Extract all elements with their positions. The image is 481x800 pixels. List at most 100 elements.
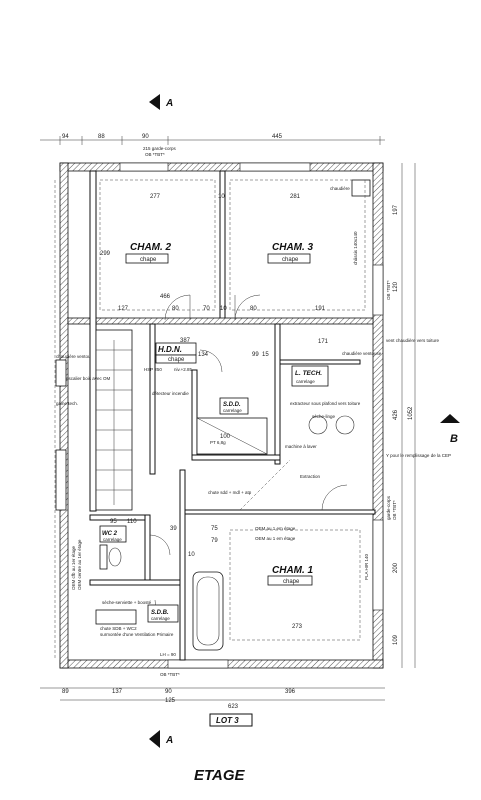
section-b-label: B	[450, 433, 458, 445]
note-vp-pour: Y pour le remplissage de la CEP	[386, 453, 451, 458]
room-sdd[interactable]: S.D.D. carrelage	[219, 397, 249, 415]
room-cham3-name: CHAM. 3	[272, 242, 314, 253]
dim-interior: 95	[110, 519, 117, 525]
dim-bottom: 125	[165, 698, 176, 704]
room-cham2-floor: chape	[140, 257, 157, 263]
dim-top-1: 88	[98, 134, 105, 140]
outer-walls	[59, 162, 384, 669]
dim-right: 200	[393, 562, 399, 573]
dim-top-0: 94	[62, 134, 69, 140]
note-chute-sdb: chute SDB + WC2	[100, 626, 137, 631]
room-wc2[interactable]: WC 2 carrelage	[99, 525, 127, 543]
dim-interior: 281	[290, 194, 301, 200]
dim-interior: 79	[211, 538, 218, 544]
dim-interior: 466	[160, 294, 171, 300]
dim-right: 1052	[408, 406, 414, 420]
dim-top-3: 445	[272, 134, 283, 140]
note-ventouse-left: chaudière ventouse	[56, 354, 96, 359]
note-pla: PLA HIR 140	[364, 553, 369, 580]
dim-interior: 273	[292, 624, 303, 630]
dim-bottom: 396	[285, 689, 296, 695]
note-detecteur: détecteur incendie	[152, 391, 189, 396]
note-seche-serviette: sèche-serviette + boosté	[102, 600, 152, 605]
dimension-chain-right: 197 120 426 1052 200 109	[393, 163, 416, 668]
dim-bottom: 137	[112, 689, 123, 695]
dim-interior: 75	[211, 526, 218, 532]
note-chaudiere: chaudière	[330, 186, 350, 191]
note-ob-tbt-right2: OB *TBT*	[392, 500, 397, 520]
dim-interior: 387	[180, 338, 191, 344]
room-cham3-floor: chape	[282, 257, 299, 263]
dim-bottom: 89	[62, 689, 69, 695]
dim-interior: 134	[198, 352, 209, 358]
room-sdb-name: S.D.B.	[151, 610, 169, 616]
section-marker-b[interactable]: B	[440, 414, 460, 445]
room-sdb-floor: carrelage	[151, 616, 170, 621]
note-vent-chaudiere: vent chaudière vers toiture	[386, 338, 440, 343]
note-extraction: Extraction	[300, 474, 321, 479]
interior-dimensions: 277 281 10 299 466 127 80 70 10 80 191 3…	[100, 194, 329, 630]
room-wc2-floor: carrelage	[103, 537, 122, 542]
dim-interior: 99	[252, 352, 259, 358]
dim-interior: 70	[203, 306, 210, 312]
dim-bottom: 623	[228, 704, 239, 710]
note-surmonte: surmontée d'une Ventilation Primaire	[100, 632, 174, 637]
note-niv: niv.+2.85	[174, 367, 193, 372]
dim-interior: 80	[250, 306, 257, 312]
floor-title: ETAGE	[194, 767, 246, 784]
staircase[interactable]: escalier bois avec OM	[66, 340, 132, 505]
dim-interior: 191	[315, 306, 326, 312]
note-oem-left: OEM cfb au 1er étage	[71, 545, 76, 590]
room-cham1[interactable]: CHAM. 1 chape	[267, 565, 314, 586]
section-marker-a-top[interactable]: A	[149, 94, 173, 110]
room-hdn[interactable]: H.D.N. chape HSP 250 niv.+2.85 détecteur…	[144, 342, 197, 396]
note-lh: LH = 90	[160, 652, 176, 657]
room-cham2-name: CHAM. 2	[130, 242, 172, 253]
room-sdb[interactable]: S.D.B. carrelage	[147, 604, 179, 623]
fixtures	[95, 179, 371, 651]
lot-label-box: LOT 3	[209, 713, 253, 727]
room-cham1-name: CHAM. 1	[272, 565, 314, 576]
dim-interior: 299	[100, 251, 111, 257]
note-oem-2: OEM au 1 em étage	[255, 536, 296, 541]
dim-interior: 277	[150, 194, 161, 200]
room-hdn-floor: chape	[168, 357, 185, 363]
room-ltech[interactable]: L. TECH. carrelage	[291, 365, 329, 387]
dim-interior: 15	[262, 352, 269, 358]
note-ob-tbt-right: OB *TBT*	[386, 280, 391, 300]
dim-interior: 39	[170, 526, 177, 532]
section-marker-a-bottom[interactable]: A	[149, 730, 173, 748]
dim-interior: 171	[318, 339, 329, 345]
dim-bottom: 90	[165, 689, 172, 695]
note-extracteur: extracteur sous plafond vers toiture	[290, 401, 361, 406]
section-a-label-top: A	[165, 98, 173, 109]
room-sdd-name: S.D.D.	[223, 402, 241, 408]
room-wc2-name: WC 2	[102, 531, 118, 537]
room-cham1-floor: chape	[283, 579, 300, 585]
left-neighbour-area: chaudière ventouse	[54, 180, 96, 660]
dim-interior: 110	[127, 519, 137, 525]
note-oem-1: OEM au 1 em étage	[255, 526, 296, 531]
note-chute-sdd: chute sdd + mdl + atp	[208, 490, 252, 495]
dim-interior: 80	[172, 306, 179, 312]
note-hsp: HSP 250	[144, 367, 162, 372]
annotations: chaudière châssis 140x140 OB *TBT* vent …	[56, 186, 451, 677]
dim-right: 120	[393, 281, 399, 292]
room-cham3[interactable]: CHAM. 3 chape	[267, 242, 314, 264]
dim-right: 109	[393, 634, 399, 645]
note-garde-corps-top: 215 garde-corps	[143, 146, 177, 151]
room-cham2[interactable]: CHAM. 2 chape	[125, 242, 172, 264]
note-oem-left2: OEM centre au 1er étage	[77, 539, 82, 590]
dim-interior: 100	[220, 434, 231, 440]
room-ltech-name: L. TECH.	[295, 370, 322, 377]
lot-label: LOT 3	[216, 716, 239, 725]
note-ob-tbt-bottom: OB *TBT*	[160, 672, 180, 677]
room-sdd-floor: carrelage	[223, 408, 242, 413]
room-ltech-floor: carrelage	[296, 379, 315, 384]
note-ob-tbt-top: OB *TBT*	[145, 152, 165, 157]
note-pt-sg: PT 6,8g	[210, 440, 226, 445]
note-machine-laver: machine à laver	[285, 444, 317, 449]
note-garde-corps-right: garde-corps	[386, 495, 391, 520]
note-escalier: escalier bois avec OM	[66, 376, 111, 381]
note-chassis: châssis 140x140	[353, 231, 358, 265]
